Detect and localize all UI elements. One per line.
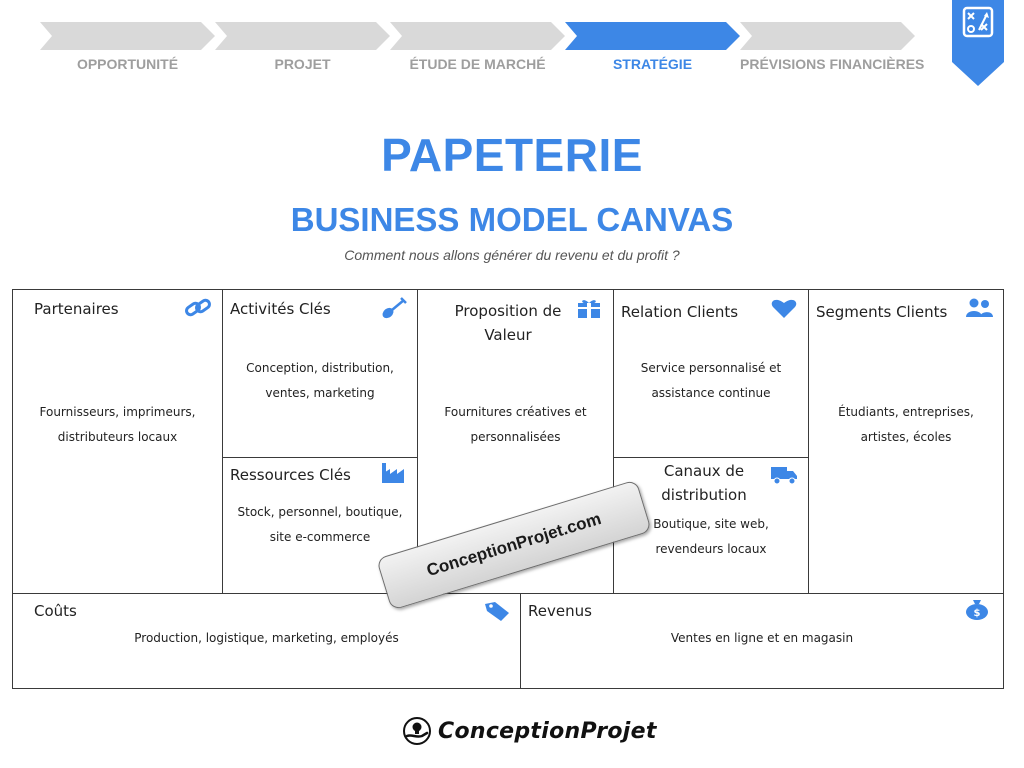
footer-brand-name: ConceptionProjet (438, 718, 657, 744)
cell-text: Fournitures créatives et personnalisées (444, 405, 587, 444)
strategy-bookmark-icon (952, 0, 1004, 86)
step-label: ÉTUDE DE MARCHÉ (409, 56, 546, 72)
cell-title: Coûts (34, 602, 77, 620)
cell-ressources-cles: Ressources Clés Stock, personnel, boutiq… (222, 457, 418, 594)
step-previsions-financieres[interactable]: PRÉVISIONS FINANCIÈRES (740, 22, 925, 82)
shovel-icon (382, 297, 407, 319)
progress-steps: OPPORTUNITÉ PROJET ÉTUDE DE MARCHÉ STRAT… (40, 22, 940, 82)
step-arrow-shape (565, 22, 740, 50)
cell-title: Proposition de Valeur (454, 302, 562, 344)
step-opportunite[interactable]: OPPORTUNITÉ (40, 22, 215, 82)
factory-icon (382, 463, 404, 483)
cell-title: Ressources Clés (230, 466, 351, 484)
link-icon (185, 298, 211, 317)
gift-icon (578, 300, 600, 318)
cell-text: Service personnalisé et assistance conti… (640, 361, 782, 400)
step-label: PRÉVISIONS FINANCIÈRES (740, 56, 925, 72)
step-arrow-shape (740, 22, 915, 50)
cell-relation-clients: Relation Clients Service personnalisé et… (613, 289, 809, 458)
step-strategie[interactable]: STRATÉGIE (565, 22, 740, 82)
svg-text:$: $ (974, 608, 981, 619)
cell-text: Étudiants, entreprises, artistes, écoles (838, 405, 974, 444)
step-label: OPPORTUNITÉ (76, 56, 179, 72)
step-label: STRATÉGIE (612, 56, 693, 72)
cell-title: Canaux de distribution (661, 462, 747, 504)
step-projet[interactable]: PROJET (215, 22, 390, 82)
truck-icon (771, 467, 797, 485)
heart-icon (771, 299, 797, 318)
cell-title: Revenus (528, 602, 592, 620)
users-icon (966, 298, 993, 317)
money-bag-icon: $ (966, 600, 988, 620)
step-label: PROJET (274, 56, 331, 72)
cell-title: Activités Clés (230, 300, 331, 318)
lightbulb-hand-icon (403, 717, 431, 745)
cell-activites-cles: Activités Clés Conception, distribution,… (222, 289, 418, 458)
step-arrow-shape (390, 22, 565, 50)
cell-revenus: Revenus $ Ventes en ligne et en magasin (520, 593, 1004, 689)
cell-segments-clients: Segments Clients Étudiants, entreprises,… (808, 289, 1004, 594)
cell-couts: Coûts Production, logistique, marketing,… (12, 593, 521, 689)
tag-icon (485, 602, 509, 621)
footer-logo[interactable]: ConceptionProjet (402, 713, 657, 749)
step-etude-de-marche[interactable]: ÉTUDE DE MARCHÉ (390, 22, 565, 82)
cell-text: Fournisseurs, imprimeurs, distributeurs … (39, 405, 196, 444)
cell-text: Conception, distribution, ventes, market… (246, 361, 394, 400)
cell-text: Stock, personnel, boutique, site e-comme… (237, 505, 403, 544)
cell-text: Boutique, site web, revendeurs locaux (653, 517, 769, 556)
page-subtitle: BUSINESS MODEL CANVAS (290, 201, 734, 238)
page-title: PAPETERIE (381, 129, 643, 181)
step-arrow-shape (40, 22, 215, 50)
step-arrow-shape (215, 22, 390, 50)
business-model-canvas: Partenaires Fournisseurs, imprimeurs, di… (12, 289, 1004, 689)
page-tagline: Comment nous allons générer du revenu et… (344, 247, 680, 263)
cell-text: Ventes en ligne et en magasin (670, 631, 854, 645)
cell-partenaires: Partenaires Fournisseurs, imprimeurs, di… (12, 289, 223, 594)
cell-title: Partenaires (34, 300, 119, 318)
cell-text: Production, logistique, marketing, emplo… (134, 631, 399, 645)
cell-title: Segments Clients (816, 303, 948, 321)
cell-title: Relation Clients (621, 303, 739, 321)
